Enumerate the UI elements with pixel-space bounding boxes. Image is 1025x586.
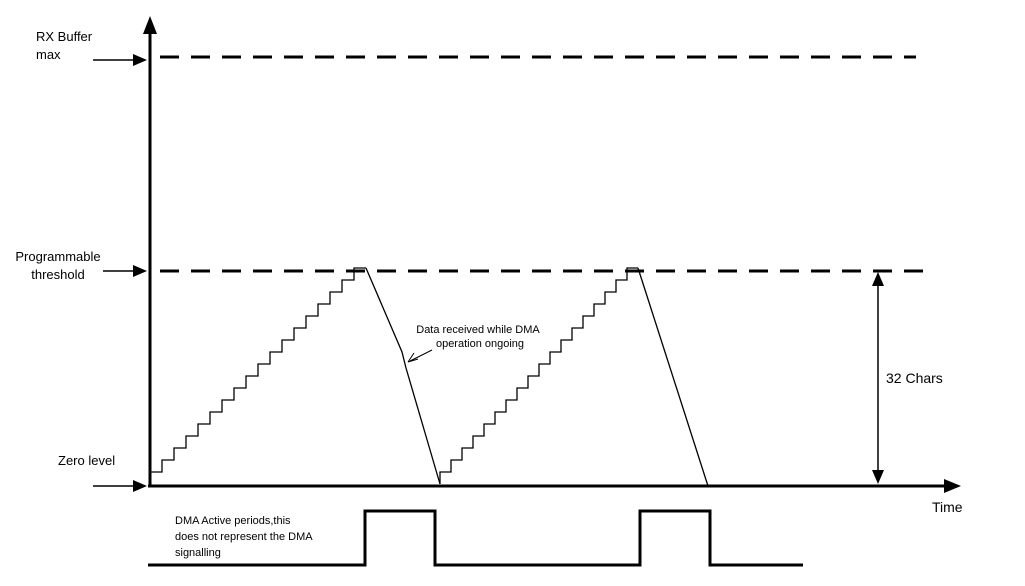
data-received-annotation-line [409,349,433,362]
dma-note-line1: DMA Active periods,this [175,515,291,527]
chars-span-label: 32 Chars [886,370,943,386]
chars-span-arrowhead-bottom-icon [872,470,884,484]
y-axis-arrowhead-icon [143,16,157,34]
data-received-annotation-line1: Data received while DMA [416,324,540,336]
time-axis-label: Time [932,499,963,515]
buffer-drain-slope-2 [637,267,709,487]
chars-span-arrowhead-top-icon [872,272,884,286]
threshold-label-line1: Programmable [15,249,100,264]
rx-buffer-max-label-line2: max [36,47,61,62]
zero-level-label: Zero level [58,453,115,468]
buffer-drain-slope-1 [365,267,441,485]
buffer-fill-staircase-2 [439,267,638,484]
zero-level-pointer-arrowhead-icon [133,480,147,492]
data-received-annotation-arrowhead-icon [407,352,419,363]
rx-buffer-max-pointer-arrowhead-icon [133,54,147,66]
threshold-pointer-arrowhead-icon [133,265,147,277]
threshold-label-line2: threshold [31,267,84,282]
dma-note-line2: does not represent the DMA [175,531,313,543]
data-received-annotation-line2: operation ongoing [436,338,524,350]
dma-active-waveform [148,509,803,567]
buffer-fill-staircase-1 [149,267,366,484]
rx-buffer-max-label-line1: RX Buffer [36,29,93,44]
x-axis-arrowhead-icon [944,479,961,493]
dma-note-line3: signalling [175,547,221,559]
